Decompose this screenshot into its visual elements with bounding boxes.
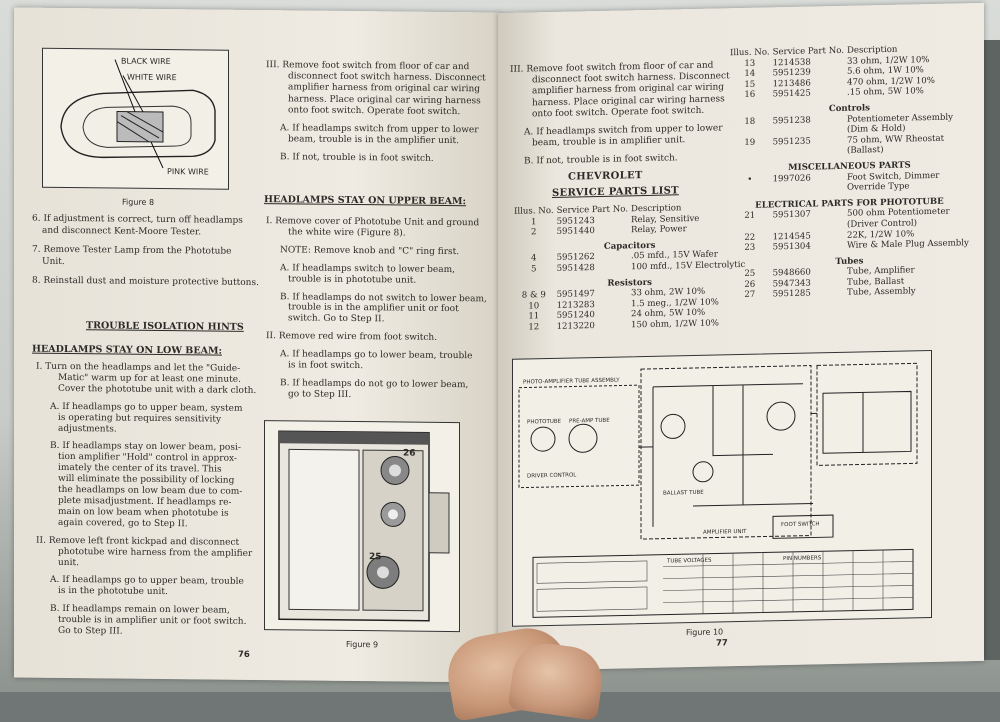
fig10-label-pins: PIN NUMBERS — [783, 555, 822, 563]
table-cell: Illus. No. — [730, 47, 770, 59]
left-page: BLACK WIRE WHITE WIRE PINK WIRE Figure 8… — [14, 7, 500, 683]
table-cell: 150 ohm, 1/2W 10% — [630, 318, 719, 331]
fig10-label-assembly: PHOTO-AMPLIFIER TUBE ASSEMBLY — [523, 377, 620, 386]
figure-8-drawing — [60, 59, 216, 169]
fig10-label-ballast: BALLAST TUBE — [663, 489, 704, 497]
fig10-label-preamp: PRE-AMP TUBE — [569, 417, 610, 425]
fig9-label-25: 25 — [369, 552, 382, 563]
parts-list-title: SERVICE PARTS LIST — [552, 185, 679, 199]
fig10-label-amplifier: AMPLIFIER UNIT — [703, 528, 747, 536]
figure-9-caption: Figure 9 — [346, 639, 379, 650]
step-line: and disconnect Kent-Moore Tester. — [42, 225, 202, 237]
brand-title: CHEVROLET — [568, 170, 643, 183]
table-cell: Service Part No. — [556, 204, 628, 216]
right-col1-steps: III. Remove foot switch from floor of ca… — [510, 60, 730, 168]
table-cell: 5951285 — [772, 289, 811, 300]
fig8-label-black: BLACK WIRE — [121, 56, 171, 67]
table-cell: Service Part No. — [772, 45, 844, 58]
figure-10: PHOTO-AMPLIFIER TUBE ASSEMBLY PHOTOTUBE … — [512, 349, 932, 627]
fig10-label-phototube: PHOTOTUBE — [527, 418, 562, 426]
low-beam-steps: I. Turn on the headlamps and let the "Gu… — [36, 362, 256, 639]
page-edge — [980, 40, 1000, 660]
low-beam-heading: HEADLAMPS STAY ON LOW BEAM: — [32, 343, 222, 357]
figure-10-schematic — [518, 362, 918, 618]
steps-top: 6. If adjustment is correct, turn off he… — [32, 214, 259, 290]
figure-8-caption: Figure 8 — [122, 197, 155, 207]
hints-heading: TROUBLE ISOLATION HINTS — [86, 320, 244, 333]
upper-beam-steps: I. Remove cover of Phototube Unit and gr… — [266, 216, 487, 402]
table-cell: Illus. No. — [514, 205, 554, 217]
figure-10-caption: Figure 10 — [686, 627, 724, 638]
text-line: onto foot switch. Operate foot switch. — [288, 105, 461, 117]
text-line: Cover the phototube unit with a dark clo… — [58, 383, 257, 396]
figure-8: BLACK WIRE WHITE WIRE PINK WIRE — [42, 47, 229, 190]
page-number-right: 77 — [716, 638, 728, 649]
right-page: III. Remove foot switch from floor of ca… — [498, 2, 984, 672]
upper-beam-heading: HEADLAMPS STAY ON UPPER BEAM: — [264, 194, 467, 208]
fig10-label-voltages: TUBE VOLTAGES — [667, 557, 712, 565]
step-line: 7. Remove Tester Lamp from the Phototube — [32, 244, 232, 257]
text-line: B. If not, trouble is in foot switch. — [280, 152, 434, 165]
fig10-label-footswitch: FOOT SWITCH — [781, 521, 820, 529]
figure-9: 26 25 — [264, 420, 460, 633]
figure-9-drawing — [278, 430, 450, 622]
table-cell: 12 — [528, 322, 540, 333]
step-line: 8. Reinstall dust and moisture protectiv… — [32, 275, 259, 289]
text-line: Go to Step III. — [58, 625, 123, 637]
table-cell: 1213220 — [556, 320, 595, 332]
text-line: NOTE: Remove knob and "C" ring first. — [280, 245, 460, 257]
col2-steps: III. Remove foot switch from floor of ca… — [266, 60, 486, 166]
fig8-label-pink: PINK WIRE — [167, 167, 209, 177]
table-cell: Tube, Assembly — [846, 286, 916, 299]
fig9-label-26: 26 — [403, 448, 416, 459]
fig10-label-driver: DRIVER CONTROL — [527, 472, 577, 480]
table-cell: 27 — [744, 290, 756, 301]
page-number-left: 76 — [238, 649, 250, 660]
fig8-label-white: WHITE WIRE — [127, 72, 177, 83]
